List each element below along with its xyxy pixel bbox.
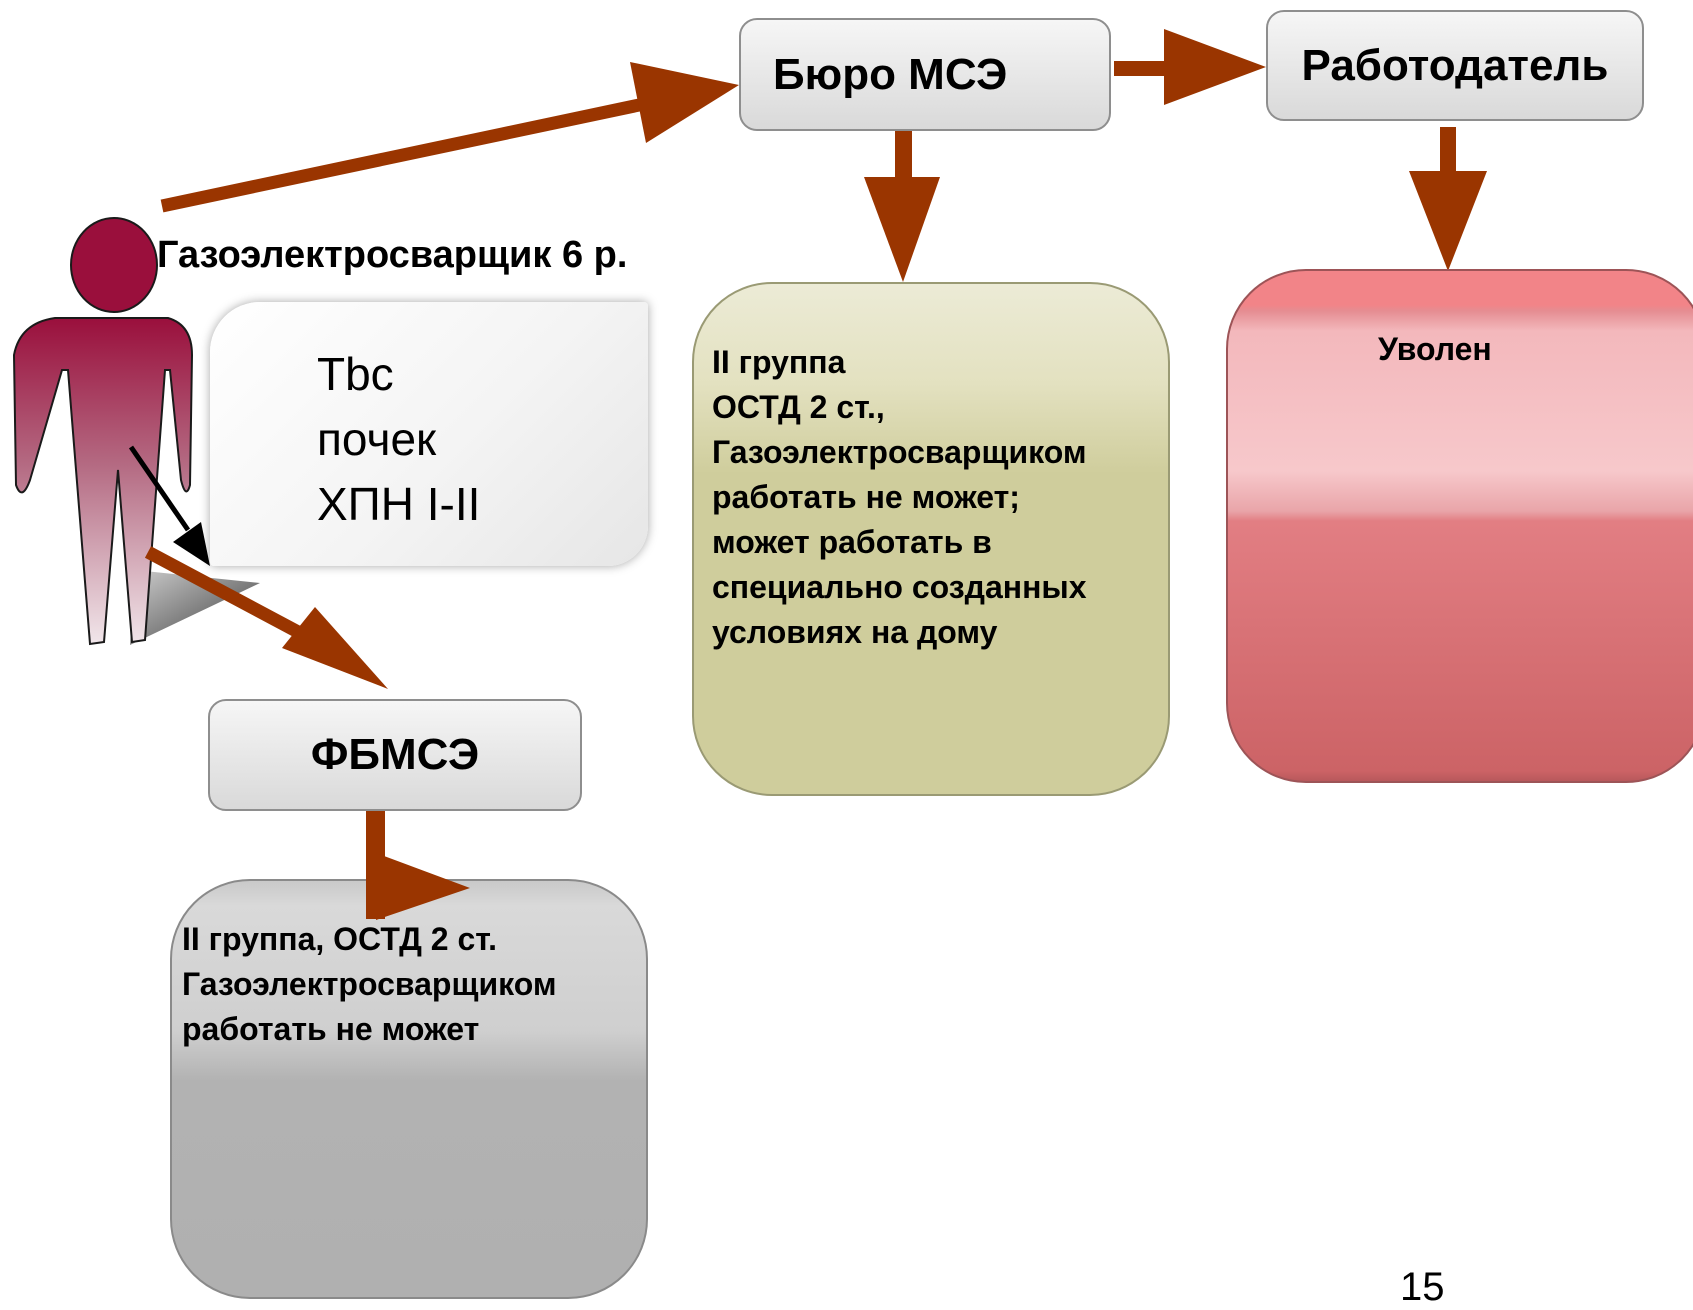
- fbmse-node: ФБМСЭ: [208, 699, 582, 811]
- fbmse-outcome-panel: II группа, ОСТД 2 ст. Газоэлектросварщик…: [170, 879, 648, 1299]
- diagnosis-line: ХПН I-II: [317, 478, 481, 530]
- arrow-employer-to-outcome: [1440, 127, 1456, 171]
- mse-outcome-line: специально созданных: [712, 569, 1087, 605]
- fbmse-outcome-line: II группа, ОСТД 2 ст.: [182, 921, 498, 957]
- fbmse-label: ФБМСЭ: [310, 730, 480, 779]
- person-label: Газоэлектросварщик 6 р.: [157, 234, 628, 276]
- person-head: [70, 217, 158, 313]
- employer-node: Работодатель: [1266, 10, 1644, 121]
- fbmse-outcome-text: II группа, ОСТД 2 ст. Газоэлектросварщик…: [182, 917, 557, 1052]
- mse-outcome-panel: II группа ОСТД 2 ст., Газоэлектросварщик…: [692, 282, 1170, 796]
- mse-outcome-line: II группа: [712, 344, 846, 380]
- flow-arrows: [128, 29, 1487, 689]
- arrow-mse-to-outcome: [895, 131, 912, 177]
- arrow-head-mse-to-employer: [1164, 29, 1266, 105]
- page-number: 15: [1400, 1265, 1445, 1309]
- diagnosis-text: Tbc почек ХПН I-II: [317, 342, 480, 537]
- arrow-head-mse-to-outcome: [864, 177, 940, 282]
- arrow-mse-to-employer: [1114, 61, 1164, 76]
- diagnosis-line: Tbc: [317, 348, 394, 400]
- arrow-head-person-to-fbmse: [282, 607, 388, 689]
- employer-outcome-text: Уволен: [1378, 327, 1492, 372]
- fbmse-outcome-line: Газоэлектросварщиком: [182, 966, 557, 1002]
- arrow-head-person-to-mse: [630, 62, 739, 143]
- mse-outcome-text: II группа ОСТД 2 ст., Газоэлектросварщик…: [712, 340, 1087, 655]
- person-body: [12, 317, 194, 646]
- mse-outcome-line: ОСТД 2 ст.,: [712, 389, 885, 425]
- mse-outcome-line: условиях на дому: [712, 614, 998, 650]
- employer-label: Работодатель: [1301, 40, 1609, 90]
- arrow-person-to-mse: [160, 97, 646, 213]
- arrow-head-person-to-diagnosis: [173, 522, 210, 566]
- mse-bureau-label: Бюро МСЭ: [773, 49, 1008, 99]
- arrow-person-to-fbmse: [144, 546, 319, 647]
- diagnosis-callout: Tbc почек ХПН I-II: [210, 302, 648, 566]
- mse-outcome-line: Газоэлектросварщиком: [712, 434, 1087, 470]
- employer-outcome-line: Уволен: [1378, 331, 1492, 367]
- fbmse-outcome-line: работать не может: [182, 1011, 480, 1047]
- diagnosis-line: почек: [317, 413, 437, 465]
- arrow-person-to-diagnosis: [128, 445, 191, 532]
- mse-outcome-line: работать не может;: [712, 479, 1020, 515]
- mse-outcome-line: может работать в: [712, 524, 992, 560]
- mse-bureau-node: Бюро МСЭ: [739, 18, 1111, 131]
- arrow-head-employer-to-outcome: [1409, 171, 1487, 271]
- employer-outcome-panel: Уволен: [1226, 269, 1693, 783]
